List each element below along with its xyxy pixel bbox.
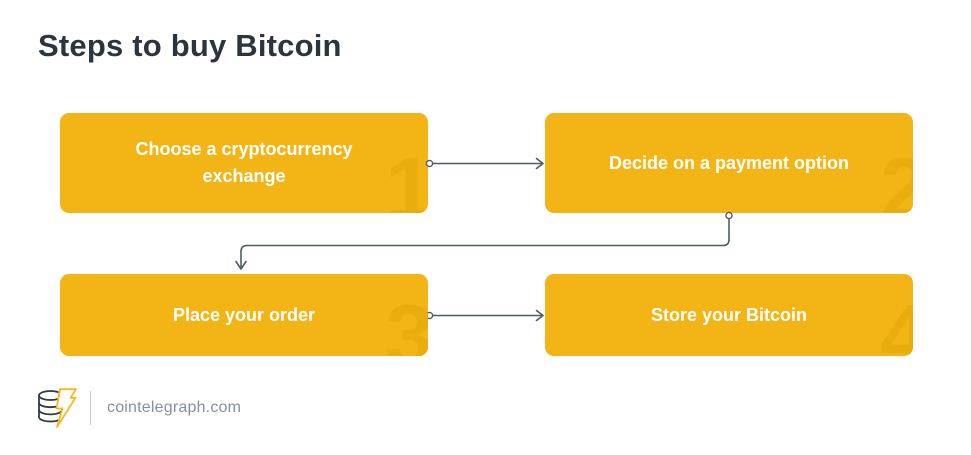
arrow-2-3-origin-dot <box>725 211 733 220</box>
step-4-label: Store your Bitcoin <box>650 304 807 325</box>
step-3-watermark-number: 3 <box>385 286 428 357</box>
footer: cointelegraph.com <box>36 388 241 428</box>
step-4-watermark-number: 4 <box>880 286 913 357</box>
step-box-3: 3 Place your order <box>60 274 428 356</box>
step-3-label: Place your order <box>172 304 316 325</box>
coin-stack-lightning-bolt-icon <box>38 388 77 428</box>
step-2-label: Decide on a payment option <box>608 152 850 173</box>
step-box-4: 4 Store your Bitcoin <box>545 274 913 356</box>
step-1-watermark-number: 1 <box>385 139 428 214</box>
arrow-2-3-line <box>240 218 730 269</box>
footer-divider <box>90 391 91 425</box>
page-title: Steps to buy Bitcoin <box>38 28 342 63</box>
arrow-1-2-head <box>535 157 544 170</box>
arrow-3-4-head <box>535 309 544 322</box>
step-box-2: 2 Decide on a payment option <box>545 113 913 213</box>
step-box-1: 1 Choose a cryptocurrency exchange <box>60 113 428 213</box>
step-2-watermark-number: 2 <box>880 139 913 214</box>
step-1-label: Choose a cryptocurrency exchange <box>135 139 353 186</box>
footer-site-text: cointelegraph.com <box>107 399 242 416</box>
arrow-2-3-head <box>235 260 247 270</box>
